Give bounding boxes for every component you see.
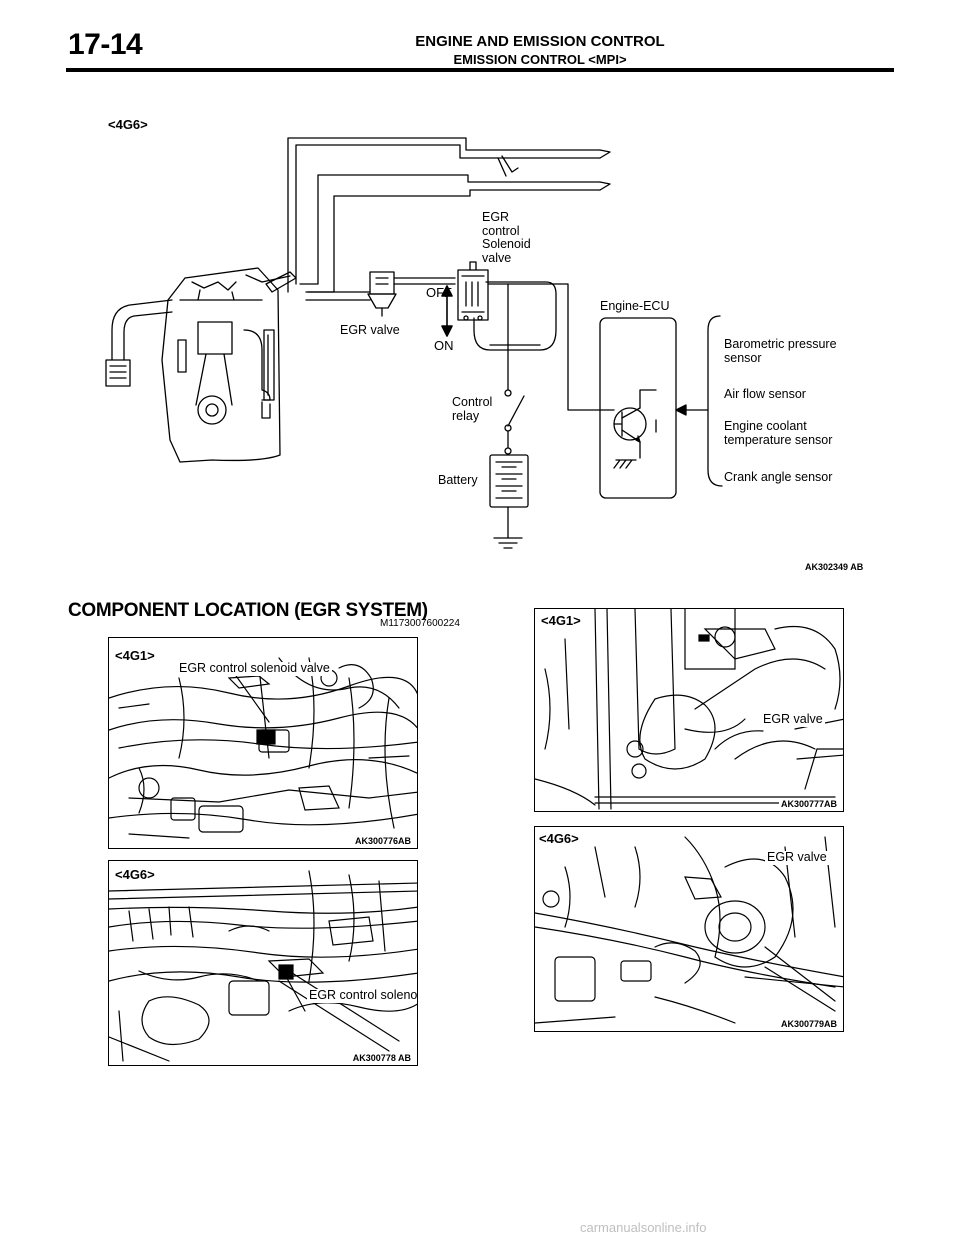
section-heading: COMPONENT LOCATION (EGR SYSTEM)	[68, 600, 428, 621]
egr-valve-label: EGR valve	[340, 323, 400, 337]
header-rule	[66, 68, 894, 72]
control-relay-label: Control relay	[452, 395, 493, 423]
document-code: M1173007600224	[380, 618, 460, 629]
photo-4g6-egr-solenoid-valve: <4G6> EGR control solenoid valve AK30077…	[108, 860, 418, 1066]
sensor-crank-angle: Crank angle sensor	[724, 470, 833, 484]
sensor-air-flow: Air flow sensor	[724, 387, 806, 401]
photo-4-id: AK300779AB	[778, 1019, 839, 1029]
photo-3-id: AK300777AB	[778, 799, 839, 809]
sensor-barometric-pressure: Barometric pressure sensor	[724, 337, 837, 365]
sensor-bracket	[675, 315, 723, 487]
photo-4g6-egr-valve-drawing	[535, 836, 843, 1024]
air-intake-drawing	[105, 299, 173, 387]
photo-4g6-egr-valve: <4G6> EGR valve AK300779AB	[534, 826, 844, 1032]
footer-watermark: carmanualsonline.info	[580, 1220, 707, 1235]
section-title: ENGINE AND EMISSION CONTROL	[415, 33, 665, 50]
photo-3-engine-tag: <4G1>	[539, 613, 583, 628]
vacuum-pipes-drawing	[287, 137, 611, 351]
photo-1-label: EGR control solenoid valve	[177, 661, 332, 676]
egr-schematic-figure: <4G6> EGR valve EGR control Solenoid val…	[0, 0, 960, 590]
sensor-engine-coolant-temperature: Engine coolant temperature sensor	[724, 419, 833, 447]
control-relay-drawing	[504, 389, 525, 455]
battery-drawing	[489, 454, 529, 549]
off-on-arrow	[441, 285, 453, 337]
photo-4g1-solenoid-drawing	[109, 657, 417, 839]
photo-2-id: AK300778 AB	[350, 1053, 413, 1063]
photo-1-engine-tag: <4G1>	[113, 648, 157, 663]
section-subtitle: EMISSION CONTROL <MPI>	[453, 52, 627, 67]
photo-4g1-egr-solenoid-valve: <4G1> EGR control solenoid valve AK30077…	[108, 637, 418, 849]
schematic-figure-id: AK302349 AB	[805, 562, 864, 572]
on-label: ON	[434, 338, 454, 353]
egr-schematic-drawing	[105, 137, 723, 549]
photo-2-label: EGR control solenoid valve	[307, 988, 417, 1003]
photo-3-label: EGR valve	[761, 712, 825, 727]
schematic-engine-tag: <4G6>	[108, 117, 148, 132]
photo-4g1-egr-valve: <4G1> EGR valve AK300777AB	[534, 608, 844, 812]
photo-1-id: AK300776AB	[352, 836, 413, 846]
photo-4g6-solenoid-drawing	[109, 870, 417, 1062]
photo-2-engine-tag: <4G6>	[113, 867, 157, 882]
engine-block-drawing	[161, 267, 297, 463]
engine-ecu-label: Engine-ECU	[600, 299, 670, 313]
egr-valve-drawing	[367, 271, 397, 317]
photo-4g1-egr-valve-drawing	[535, 609, 843, 810]
engine-ecu-drawing	[599, 317, 677, 499]
off-label: OFF	[426, 285, 452, 300]
ecu-wiring	[487, 283, 615, 411]
photo-4-engine-tag: <4G6>	[537, 831, 581, 846]
solenoid-valve-drawing	[457, 261, 509, 391]
photo-4-label: EGR valve	[765, 850, 829, 865]
solenoid-valve-label: EGR control Solenoid valve	[482, 210, 531, 265]
page-number: 17-14	[68, 28, 143, 61]
battery-label: Battery	[438, 473, 478, 487]
